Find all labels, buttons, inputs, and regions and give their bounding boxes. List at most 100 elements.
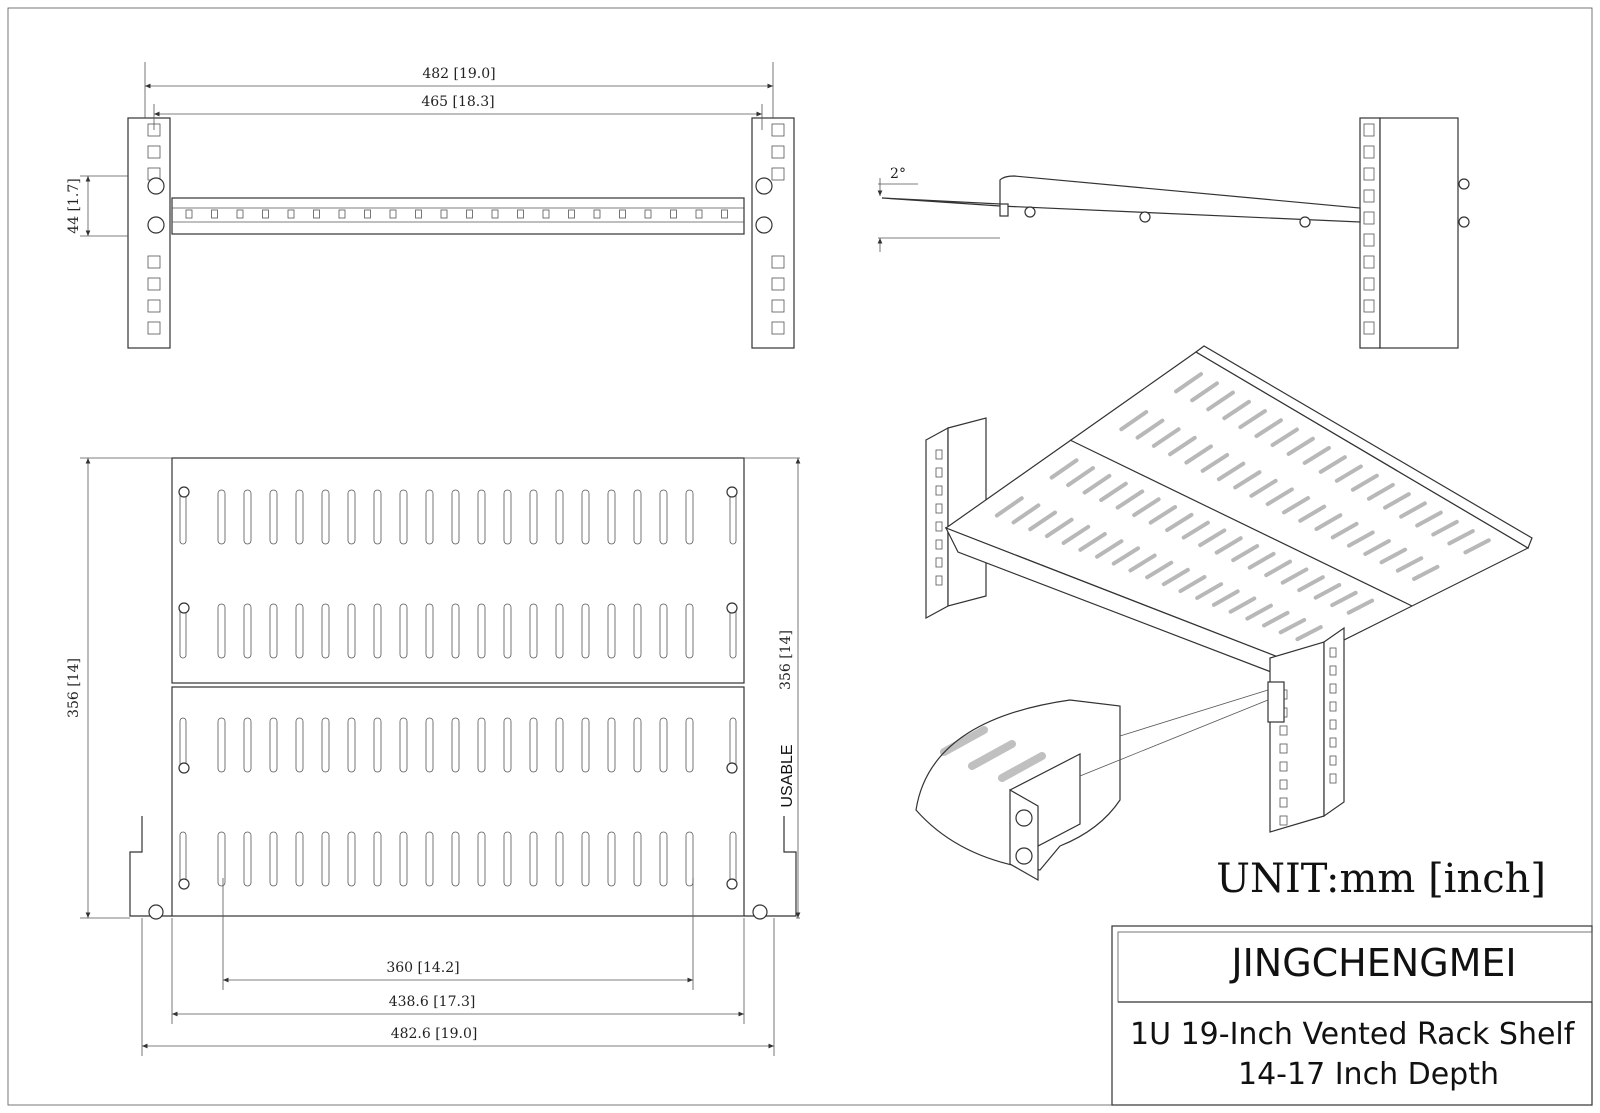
post-hole — [935, 575, 943, 586]
post-hole — [1279, 725, 1288, 736]
isometric-view — [915, 345, 1533, 882]
front-vent — [670, 209, 677, 219]
iso-vent-slot — [1265, 487, 1294, 507]
vent-slot — [425, 489, 434, 545]
dim-depth-right: 356 [14] — [778, 630, 794, 690]
vent-slot — [555, 603, 564, 659]
front-vent — [619, 209, 626, 219]
iso-vent-slot — [1318, 455, 1347, 474]
iso-vent-slot — [1165, 512, 1194, 533]
vent-slot — [373, 489, 382, 545]
side-rail — [1379, 117, 1459, 349]
vent-slot — [451, 603, 460, 659]
iso-vent-slot — [1254, 418, 1283, 439]
vent-slot — [555, 489, 564, 545]
post-hole — [1363, 255, 1375, 269]
vent-slot — [347, 717, 356, 773]
vent-slot — [321, 489, 330, 545]
vent-slot — [243, 489, 252, 545]
iso-vent-slot — [1247, 551, 1276, 570]
vent-slot — [503, 489, 512, 545]
iso-vent-slot — [1330, 521, 1359, 540]
post-hole — [1363, 189, 1375, 203]
iso-vent-slot — [1078, 532, 1107, 552]
vent-slot — [529, 831, 538, 887]
iso-vent-slot — [1379, 547, 1408, 565]
iso-vent-slot — [1174, 372, 1203, 394]
shelf-panel-rear — [171, 457, 745, 684]
vent-slot — [399, 489, 408, 545]
iso-vent-slot — [1119, 410, 1149, 432]
screw-icon — [178, 486, 190, 498]
iso-vent-slot — [1211, 589, 1240, 607]
post-hole — [935, 467, 943, 478]
iso-vent-slot — [1200, 453, 1230, 473]
vent-slot — [477, 831, 486, 887]
iso-vent-slot — [1228, 596, 1257, 614]
vent-slot — [347, 831, 356, 887]
iso-vent-slot — [1132, 497, 1161, 518]
vent-slot — [243, 831, 252, 887]
vent-slot — [633, 489, 642, 545]
screw-icon — [726, 486, 738, 498]
post-hole — [1279, 779, 1288, 790]
iso-vent-slot — [1245, 603, 1273, 621]
vent-slot — [295, 831, 304, 887]
vent-slot — [607, 717, 616, 773]
vent-slot — [529, 717, 538, 773]
vent-slot — [659, 717, 668, 773]
vent-slot — [477, 603, 486, 659]
post-hole — [935, 557, 943, 568]
vent-slot — [321, 717, 330, 773]
vent-slot — [373, 831, 382, 887]
front-vent — [262, 209, 269, 219]
iso-vent-slot — [1044, 517, 1074, 539]
vent-slot — [659, 603, 668, 659]
left-rack-post — [127, 117, 171, 349]
iso-vent-slot — [1216, 461, 1246, 482]
iso-vent-slot — [1347, 530, 1375, 548]
front-vent — [517, 209, 524, 219]
dim-width-outer: 482 [19.0] — [422, 66, 495, 82]
front-vent — [491, 209, 499, 219]
iso-vent-slot — [1383, 492, 1411, 510]
vent-slot — [217, 717, 226, 773]
vent-slot — [555, 717, 564, 773]
iso-vent-slot — [1334, 464, 1363, 483]
screw-icon — [1299, 216, 1311, 228]
iso-vent-slot — [1168, 435, 1197, 457]
iso-vent-slot — [1161, 567, 1190, 587]
vent-slot — [503, 717, 512, 773]
vent-slot — [399, 717, 408, 773]
iso-vent-slot — [1431, 519, 1459, 537]
post-hole — [1329, 773, 1337, 784]
vent-slot — [607, 489, 616, 545]
side-view: 2° — [877, 117, 1470, 349]
vent-slot — [425, 717, 434, 773]
iso-vent-slot — [1286, 436, 1315, 456]
right-rack-post — [751, 117, 795, 349]
post-hole — [1363, 123, 1375, 137]
screw-icon — [1024, 206, 1036, 218]
vent-slot — [503, 603, 512, 659]
vent-slot — [347, 489, 356, 545]
front-vent — [695, 209, 703, 219]
post-hole — [1363, 211, 1375, 225]
iso-vent-slot — [1399, 501, 1427, 519]
vent-slot — [269, 489, 278, 545]
bracket-hole-icon — [1015, 847, 1033, 865]
detail-vent-slot — [998, 752, 1046, 782]
iso-vent-slot — [1262, 610, 1290, 628]
vent-slot — [581, 831, 590, 887]
post-hole — [1363, 233, 1375, 247]
iso-vent-slot — [1082, 473, 1112, 495]
vent-slot — [659, 831, 668, 887]
screw-icon — [755, 216, 773, 234]
iso-vent-slot — [1280, 567, 1309, 585]
iso-vent-slot — [1231, 544, 1260, 563]
post-hole — [771, 255, 785, 269]
vent-slot — [477, 489, 486, 545]
vent-slot — [685, 717, 694, 773]
product-title-line1: 1U 19-Inch Vented Rack Shelf — [1130, 1017, 1576, 1052]
